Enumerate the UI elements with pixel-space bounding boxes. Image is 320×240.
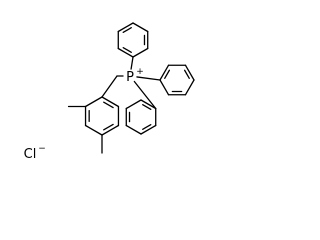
ch2-ring-bond (101, 75, 118, 98)
chloride-ion-label: Cl (24, 147, 37, 162)
phenyl-ring-lower-bond (125, 124, 142, 135)
phenyl-ring-top-bond (117, 22, 134, 33)
phenyl-ring-lower-bond (125, 99, 142, 110)
p-phenyl-bond (130, 56, 134, 70)
phenyl-ring-top-bond (132, 47, 149, 58)
p-phenyl-bond (133, 80, 157, 110)
bond-layer (67, 22, 195, 154)
phenyl-ring-lower-double-bond (142, 123, 152, 130)
phenyl-ring-top-bond (117, 47, 134, 58)
phenyl-ring-lower-double-bond (142, 104, 152, 111)
phenyl-ring-top-double-bond (122, 46, 132, 53)
phenyl-ring-right-bond (184, 64, 195, 81)
phosphorus-atom-label: P (126, 70, 134, 85)
phenyl-ring-right-bond (184, 79, 195, 96)
molecule-structure: P + Cl − (24, 22, 195, 162)
phenyl-ring-lower-bond (140, 99, 157, 110)
xylyl-ring-bond (101, 124, 120, 136)
chloride-charge: − (38, 144, 46, 154)
xylyl-ring-bond (101, 96, 120, 108)
xylyl-ring-double-bond (103, 101, 114, 109)
phenyl-ring-right-double-bond (164, 69, 171, 79)
phenyl-ring-right-double-bond (183, 69, 190, 79)
phenyl-ring-top-double-bond (122, 27, 132, 34)
phenyl-ring-right-bond (159, 64, 170, 81)
phenyl-ring-lower-bond (140, 124, 157, 135)
xylyl-ring-bond (84, 96, 103, 108)
phenyl-ring-right-bond (159, 79, 170, 96)
p-phenyl-bond (136, 76, 161, 81)
xylyl-ring-bond (84, 124, 103, 136)
phenyl-ring-top-bond (132, 22, 149, 33)
phosphorus-charge: + (136, 67, 144, 77)
xylyl-ring-double-bond (103, 123, 114, 131)
